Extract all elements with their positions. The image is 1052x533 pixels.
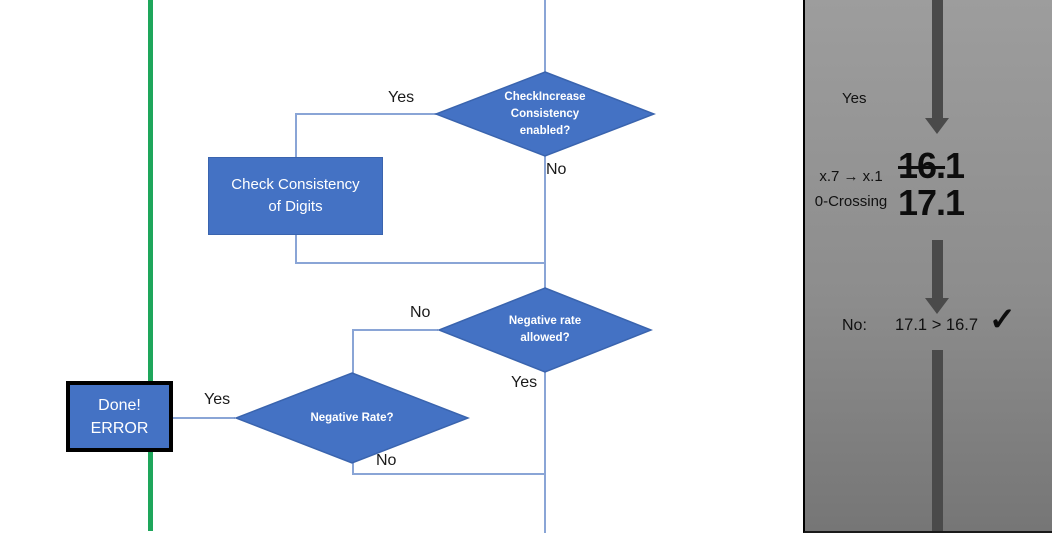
terminator-line: Done! — [98, 396, 141, 414]
panel-values: 16.1 17.1 — [898, 145, 965, 223]
down-arrow-2-shaft — [932, 240, 943, 298]
edge-label-no-mid: No — [410, 304, 431, 321]
decision-line: Negative Rate? — [310, 411, 394, 424]
connector-no2-horizontal — [353, 329, 438, 331]
new-value: 17.1 — [898, 182, 965, 223]
edge-label-yes-top: Yes — [388, 89, 415, 106]
down-arrow-2-head — [925, 298, 949, 314]
terminator-done-error: Done! ERROR — [66, 381, 173, 452]
connector-yes3-horizontal — [173, 417, 235, 419]
connector-process-join — [295, 262, 546, 264]
old-value-struck-part: 16. — [898, 145, 946, 186]
edge-label-no-bottom: No — [376, 452, 397, 469]
old-value-rest: 1 — [945, 145, 965, 186]
terminator-line: ERROR — [90, 419, 149, 437]
diamond-shape — [434, 71, 656, 157]
connector-yes-down — [295, 113, 297, 158]
connector-top-vertical — [544, 0, 546, 72]
decision-line: Negative rate — [508, 315, 582, 327]
connector-yes2-vertical — [544, 371, 546, 533]
decision-negative-rate-allowed: Negative rate allowed? — [437, 287, 653, 373]
decision-line: Consistency — [510, 107, 580, 120]
panel-result-label: No: — [842, 317, 867, 334]
transition-line-2: 0-Crossing — [814, 193, 888, 210]
panel-result-comparison: 17.1 > 16.7 — [895, 316, 979, 334]
connector-no3-down — [352, 462, 354, 474]
decision-line: allowed? — [520, 332, 570, 344]
connector-process-down — [295, 235, 297, 264]
transition-line-1: x.7 → x.1 — [819, 168, 883, 185]
edge-label-yes-bottom: Yes — [204, 391, 231, 408]
panel-yes-label: Yes — [842, 90, 867, 107]
decision-line: enabled? — [519, 124, 571, 137]
process-check-consistency-of-digits: Check Consistency of Digits — [208, 157, 383, 235]
edge-label-no-top: No — [546, 161, 567, 178]
down-arrow-1-head — [925, 118, 949, 134]
connector-no3-join — [352, 473, 545, 475]
decision-line: CheckIncrease — [504, 90, 586, 103]
process-line: of Digits — [268, 198, 323, 215]
connector-yes-horizontal — [296, 113, 438, 115]
checkmark-icon: ✓ — [989, 301, 1016, 337]
down-arrow-1-shaft — [932, 0, 943, 118]
connector-no-vertical — [544, 156, 546, 288]
diamond-shape — [437, 287, 653, 373]
panel-transition-note: x.7 → x.1 0-Crossing — [808, 164, 894, 214]
connector-no2-down — [352, 329, 354, 373]
edge-label-yes-mid: Yes — [511, 374, 538, 391]
gray-annotation-panel: Yes x.7 → x.1 0-Crossing 16.1 17.1 No: 1… — [803, 0, 1052, 533]
down-arrow-3-shaft — [932, 350, 943, 531]
process-line: Check Consistency — [231, 176, 360, 193]
diamond-shape — [234, 372, 470, 464]
old-value-strikethrough: 16.1 — [898, 145, 965, 186]
green-guide-line — [148, 0, 153, 531]
decision-negative-rate: Negative Rate? — [234, 372, 470, 464]
decision-check-increase-consistency: CheckIncrease Consistency enabled? — [434, 71, 656, 157]
